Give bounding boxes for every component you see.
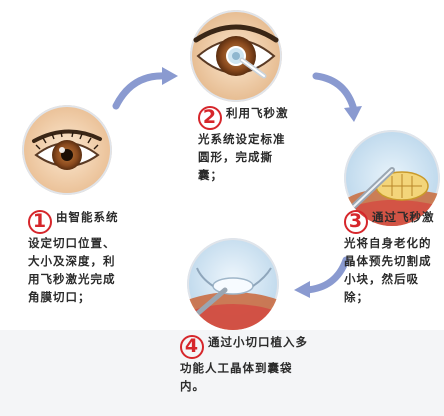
step-number: 2 xyxy=(198,105,222,130)
lens-cut-icon xyxy=(344,130,440,226)
step-number: 1 xyxy=(28,209,52,234)
lens-implant-icon xyxy=(187,238,279,330)
step-description: 通过小切口植入多功能人工晶体到囊袋内。 xyxy=(180,335,308,393)
curved-arrow-icon xyxy=(292,256,352,298)
step-number: 4 xyxy=(180,334,204,359)
step-number: 3 xyxy=(344,209,368,234)
eye-laser-icon xyxy=(190,10,282,102)
step-description: 通过飞秒激光将自身老化的晶体预先切割成小块，然后吸除； xyxy=(344,210,435,304)
step-description: 利用飞秒激光系统设定标准圆形，完成撕囊； xyxy=(198,106,289,182)
background-band xyxy=(0,330,444,416)
step-description: 由智能系统设定切口位置、大小及深度，利用飞秒激光完成角膜切口； xyxy=(28,210,119,304)
curved-arrow-icon xyxy=(112,66,180,110)
eye-icon xyxy=(22,105,112,195)
curved-arrow-icon xyxy=(312,70,364,124)
